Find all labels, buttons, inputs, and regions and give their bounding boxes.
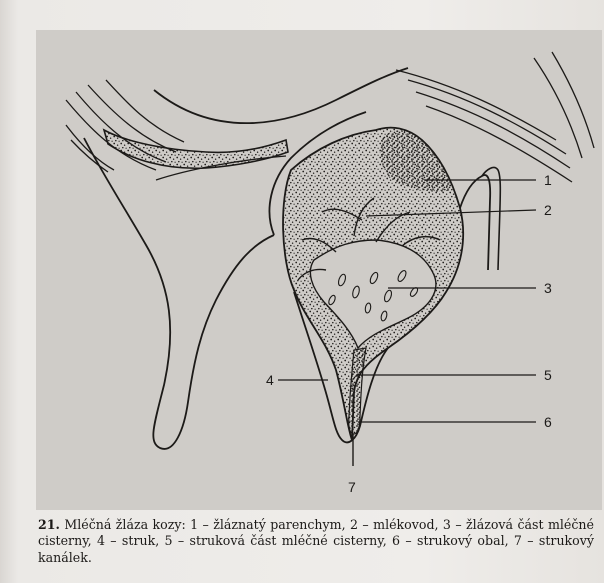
udder-diagram: 1 2 3 4 5 6 7 <box>36 30 602 510</box>
left-udder-half <box>84 138 274 449</box>
anatomical-figure: 1 2 3 4 5 6 7 <box>36 30 602 510</box>
callout-6: 6 <box>544 414 552 430</box>
callout-2: 2 <box>544 202 552 218</box>
right-udder-outline <box>154 68 408 123</box>
callout-4: 4 <box>266 372 274 388</box>
callout-7: 7 <box>348 479 356 495</box>
flank-skin <box>460 175 490 270</box>
caption-text: Mléčná žláza kozy: 1 – žláznatý parenchy… <box>38 517 594 565</box>
callout-3: 3 <box>544 280 552 296</box>
skin-fold <box>104 130 288 168</box>
callout-1: 1 <box>544 172 552 188</box>
figure-caption: 21. Mléčná žláza kozy: 1 – žláznatý pare… <box>38 517 594 566</box>
figure-number: 21. <box>38 517 60 532</box>
callout-5: 5 <box>544 367 552 383</box>
